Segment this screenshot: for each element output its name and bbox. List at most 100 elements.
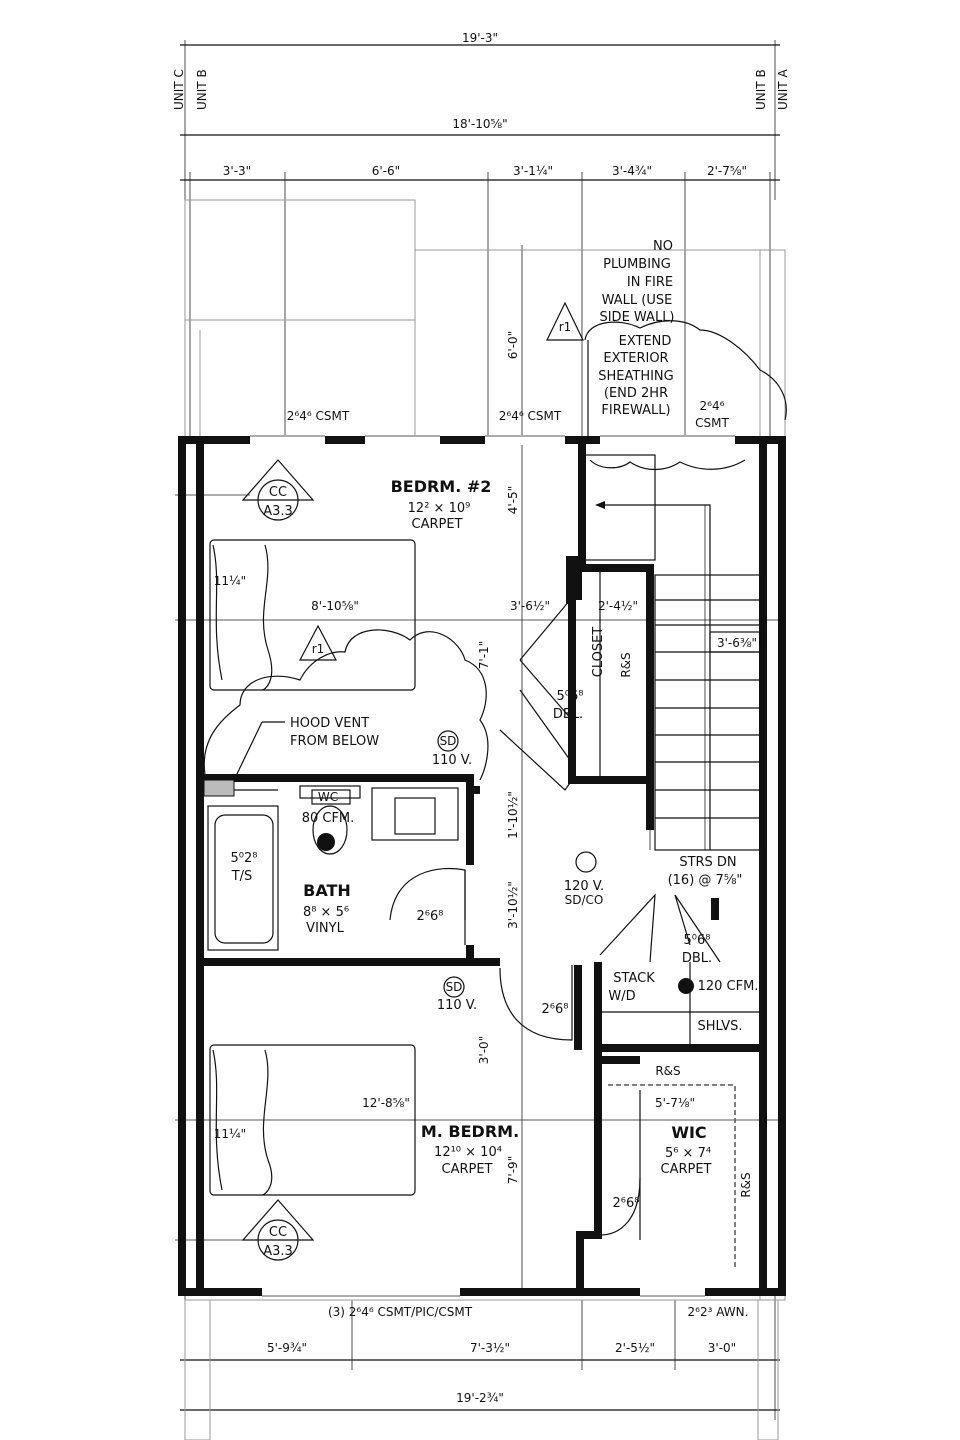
dim-vert-6: 3'-0" [477,1036,491,1064]
laundry-shelves: SHLVS. [697,1019,742,1034]
laundry-door-dbl: DBL. [682,951,712,966]
unit-left-2: UNIT B [195,69,209,110]
bath-wc: WC [318,790,338,804]
bath-size: 8⁸ × 5⁶ [303,905,349,920]
note-hood-vent-2: FROM BELOW [290,734,379,749]
bed2-finish: CARPET [412,517,463,532]
note-no-plumbing-5: SIDE WALL) [599,310,674,325]
dim-top-seg-5: 2'-7⅝" [707,164,747,178]
note-no-plumbing-1: NO [653,239,673,254]
revision-tag-2: r1 [312,642,325,656]
dim-master-width: 12'-8⅝" [362,1096,410,1110]
closet-door-dbl: DBL. [553,707,583,722]
laundry-fan: 120 CFM. [698,979,759,994]
bath-finish: VINYL [306,921,344,936]
sdco-label: SD/CO [565,893,604,907]
walls [178,435,786,1297]
dim-wall-thickness-2: 11¼" [214,1127,246,1141]
bath-fan: 80 CFM. [302,811,355,826]
dim-vert-1: 6'-0" [506,331,520,359]
bath-tub-type: T/S [231,869,253,884]
wic-rs-top: R&S [655,1064,680,1078]
window-top-mid: 2⁶4⁶ CSMT [499,409,562,423]
bath-door: 2⁶6⁸ [417,909,444,924]
dim-top-seg-1: 3'-3" [223,164,251,178]
unit-right-2: UNIT A [776,69,790,110]
unit-left-1: UNIT C [172,69,186,110]
smoke1-volt: 110 V. [432,753,472,768]
dim-wall-thickness-1: 11¼" [214,574,246,588]
dim-overall-top: 19'-3" [462,31,498,45]
bath-tub-size: 5⁰2⁸ [231,851,258,866]
dim-bottom-seg-1: 5'-9¾" [267,1341,307,1355]
note-extend-4: (END 2HR [604,386,668,401]
wic-rs-side: R&S [739,1172,753,1197]
bed2-size: 12² × 10⁹ [408,501,471,516]
sdco-volt: 120 V. [564,879,604,894]
dim-stair-width: 3'-6⅜" [717,636,757,650]
revision-clouds [203,320,787,781]
dim-bottom-seg-3: 2'-5½" [615,1341,655,1355]
bath-name: BATH [303,881,351,900]
laundry-wd: W/D [608,989,635,1004]
smoke1-mark: SD [440,734,457,748]
fixtures [203,539,736,1270]
dim-vert-4: 1'-10½" [506,791,520,839]
revision-tag-1: r1 [559,320,572,334]
note-hood-vent-1: HOOD VENT [290,716,369,731]
closet-name: CLOSET [591,627,606,678]
bed2-name: BEDRM. #2 [391,477,492,496]
wic-finish: CARPET [661,1162,712,1177]
section-mark-top: CC [269,485,287,500]
dim-vert-2: 4'-5" [506,486,520,514]
dim-vert-5: 3'-10½" [506,881,520,929]
smoke2-volt: 110 V. [437,998,477,1013]
dim-bed2-width: 8'-10⅝" [311,599,359,613]
stairs-label-2: (16) @ 7⅝" [668,873,743,888]
dim-closet-b: 2'-4½" [598,599,638,613]
note-no-plumbing-4: WALL (USE [602,293,673,308]
window-bottom-left: (3) 2⁶4⁶ CSMT/PIC/CSMT [328,1305,473,1319]
section-mark-bottom: CC [269,1225,287,1240]
note-no-plumbing-2: PLUMBING [603,257,671,272]
master-size: 12¹⁰ × 10⁴ [434,1145,502,1160]
note-extend-1: EXTEND [619,334,672,349]
note-extend-5: FIREWALL) [601,403,670,418]
dimension-lines [175,40,780,1420]
master-door: 2⁶6⁸ [542,1002,569,1017]
dim-wic-width: 5'-7⅛" [655,1096,695,1110]
dim-bottom-seg-2: 7'-3½" [470,1341,510,1355]
stairs-label-1: STRS DN [679,855,736,870]
laundry-door: 5⁰6⁸ [684,933,711,948]
dim-closet-a: 3'-6½" [510,599,550,613]
note-extend-2: EXTERIOR [603,351,668,366]
section-markers [241,301,584,1261]
section-sheet-bottom: A3.3 [263,1244,293,1259]
master-finish: CARPET [442,1162,493,1177]
section-sheet-top: A3.3 [263,504,293,519]
window-top-left: 2⁶4⁶ CSMT [287,409,350,423]
dim-vert-7: 7'-9" [506,1156,520,1184]
unit-right-1: UNIT B [754,69,768,110]
note-extend-3: SHEATHING [598,369,673,384]
dim-vert-3: 7'-1" [477,641,491,669]
dim-bottom-seg-4: 3'-0" [708,1341,736,1355]
window-top-right-1: 2⁶4⁶ [700,399,725,413]
wic-size: 5⁶ × 7⁴ [665,1146,711,1161]
dim-top-seg-2: 6'-6" [372,164,400,178]
window-top-right-2: CSMT [695,416,729,430]
closet-door: 5⁰6⁸ [557,689,584,704]
laundry-stack: STACK [613,971,655,986]
window-bottom-right: 2⁶2³ AWN. [688,1305,749,1319]
dim-overall-bottom: 19'-2¾" [456,1391,504,1405]
dim-top-seg-4: 3'-4¾" [612,164,652,178]
note-no-plumbing-3: IN FIRE [627,275,673,290]
master-name: M. BEDRM. [421,1122,519,1141]
dim-inner-top: 18'-10⅝" [452,117,507,131]
smoke2-mark: SD [446,980,463,994]
dim-top-seg-3: 3'-1¼" [513,164,553,178]
stairs [584,454,763,851]
closet-rs: R&S [619,652,633,677]
wic-door: 2⁶6⁸ [613,1196,640,1211]
